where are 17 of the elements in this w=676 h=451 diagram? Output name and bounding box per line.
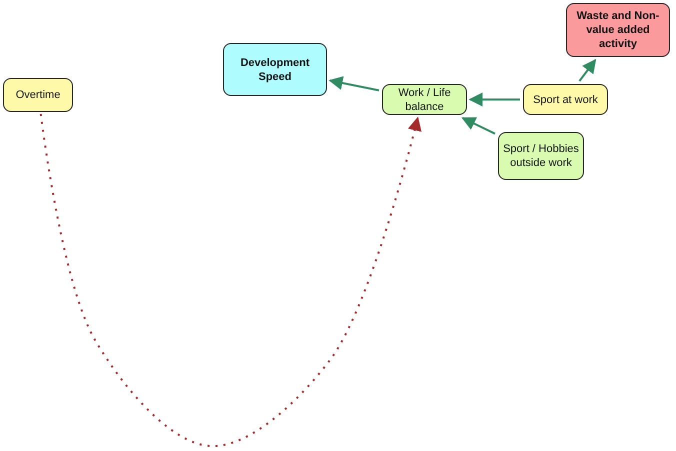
arrow [328, 76, 380, 92]
node-label: Overtime [16, 88, 60, 102]
node-label: Work / Life balance [397, 86, 452, 114]
factor-box [3, 78, 73, 112]
arrow [578, 58, 596, 82]
arrow [468, 92, 520, 106]
node-label: Waste and Non-value added activity [576, 9, 660, 51]
arrow [461, 117, 496, 135]
goal-box [223, 43, 327, 96]
factor-box [498, 132, 584, 180]
waste-box [566, 3, 670, 57]
dotted-arrow [40, 114, 422, 447]
node-label: Sport at work [533, 92, 598, 106]
node-label: Sport / Hobbies outside work [502, 142, 580, 170]
factor-box [382, 84, 467, 115]
factor-box [523, 84, 608, 115]
node-label: Development Speed [239, 56, 311, 84]
